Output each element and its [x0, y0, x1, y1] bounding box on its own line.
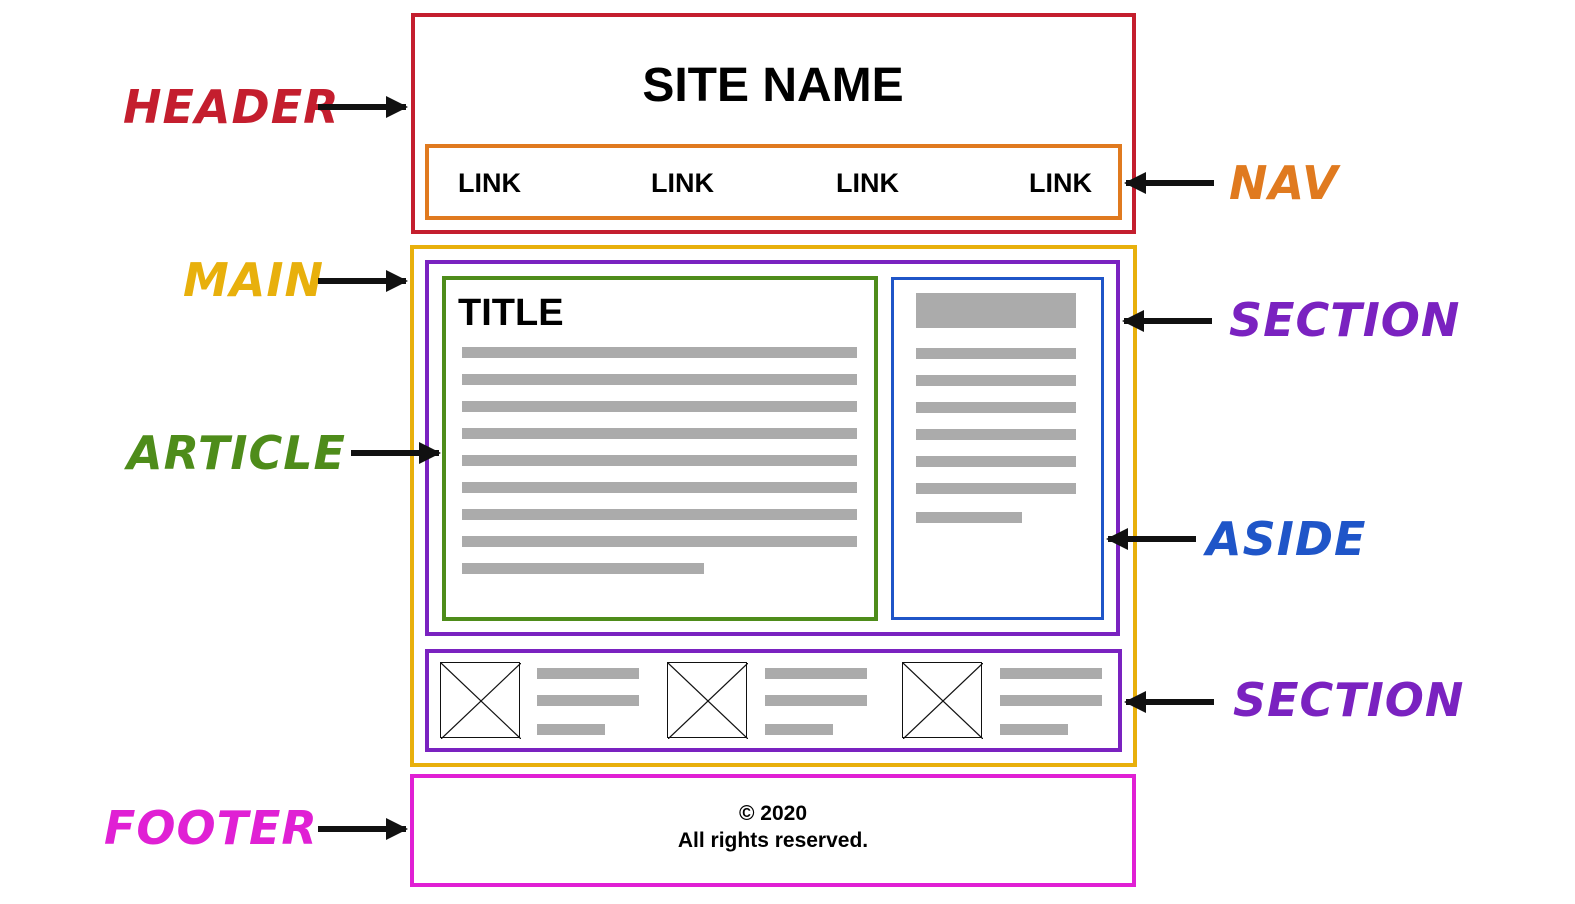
label-section-top: SECTION [1229, 293, 1461, 347]
article-box [442, 276, 878, 621]
site-name: SITE NAME [642, 59, 904, 112]
arrow-left-icon [1124, 172, 1214, 194]
arrow-right-icon [351, 442, 441, 464]
label-section-bottom: SECTION [1233, 673, 1465, 727]
arrow-left-icon [1106, 528, 1196, 550]
nav-box [425, 144, 1122, 220]
label-article: ARTICLE [127, 426, 346, 480]
nav-link-2[interactable]: LINK [651, 168, 714, 198]
image-placeholder-icon [667, 662, 748, 739]
footer-box [410, 774, 1136, 887]
main-box [410, 245, 1137, 767]
arrow-left-icon [1122, 310, 1212, 332]
article-title: TITLE [458, 292, 564, 334]
nav-link-4[interactable]: LINK [1029, 168, 1092, 198]
aside-box [891, 277, 1104, 620]
nav-link-1[interactable]: LINK [458, 168, 521, 198]
label-footer: FOOTER [104, 801, 318, 855]
footer-copyright: © 2020 [738, 802, 808, 825]
image-placeholder-icon [902, 662, 983, 739]
header-box [411, 13, 1136, 234]
nav-link-3[interactable]: LINK [836, 168, 899, 198]
image-placeholder-icon [440, 662, 521, 739]
label-nav: NAV [1229, 156, 1339, 210]
arrow-right-icon [318, 96, 408, 118]
arrow-left-icon [1124, 691, 1214, 713]
label-header: HEADER [123, 80, 340, 134]
label-aside: ASIDE [1206, 512, 1367, 566]
arrow-right-icon [318, 270, 408, 292]
label-main: MAIN [183, 253, 324, 307]
aside-heading-placeholder [916, 293, 1076, 328]
arrow-right-icon [318, 818, 408, 840]
footer-rights: All rights reserved. [677, 829, 869, 852]
section-bottom-box [425, 649, 1122, 752]
